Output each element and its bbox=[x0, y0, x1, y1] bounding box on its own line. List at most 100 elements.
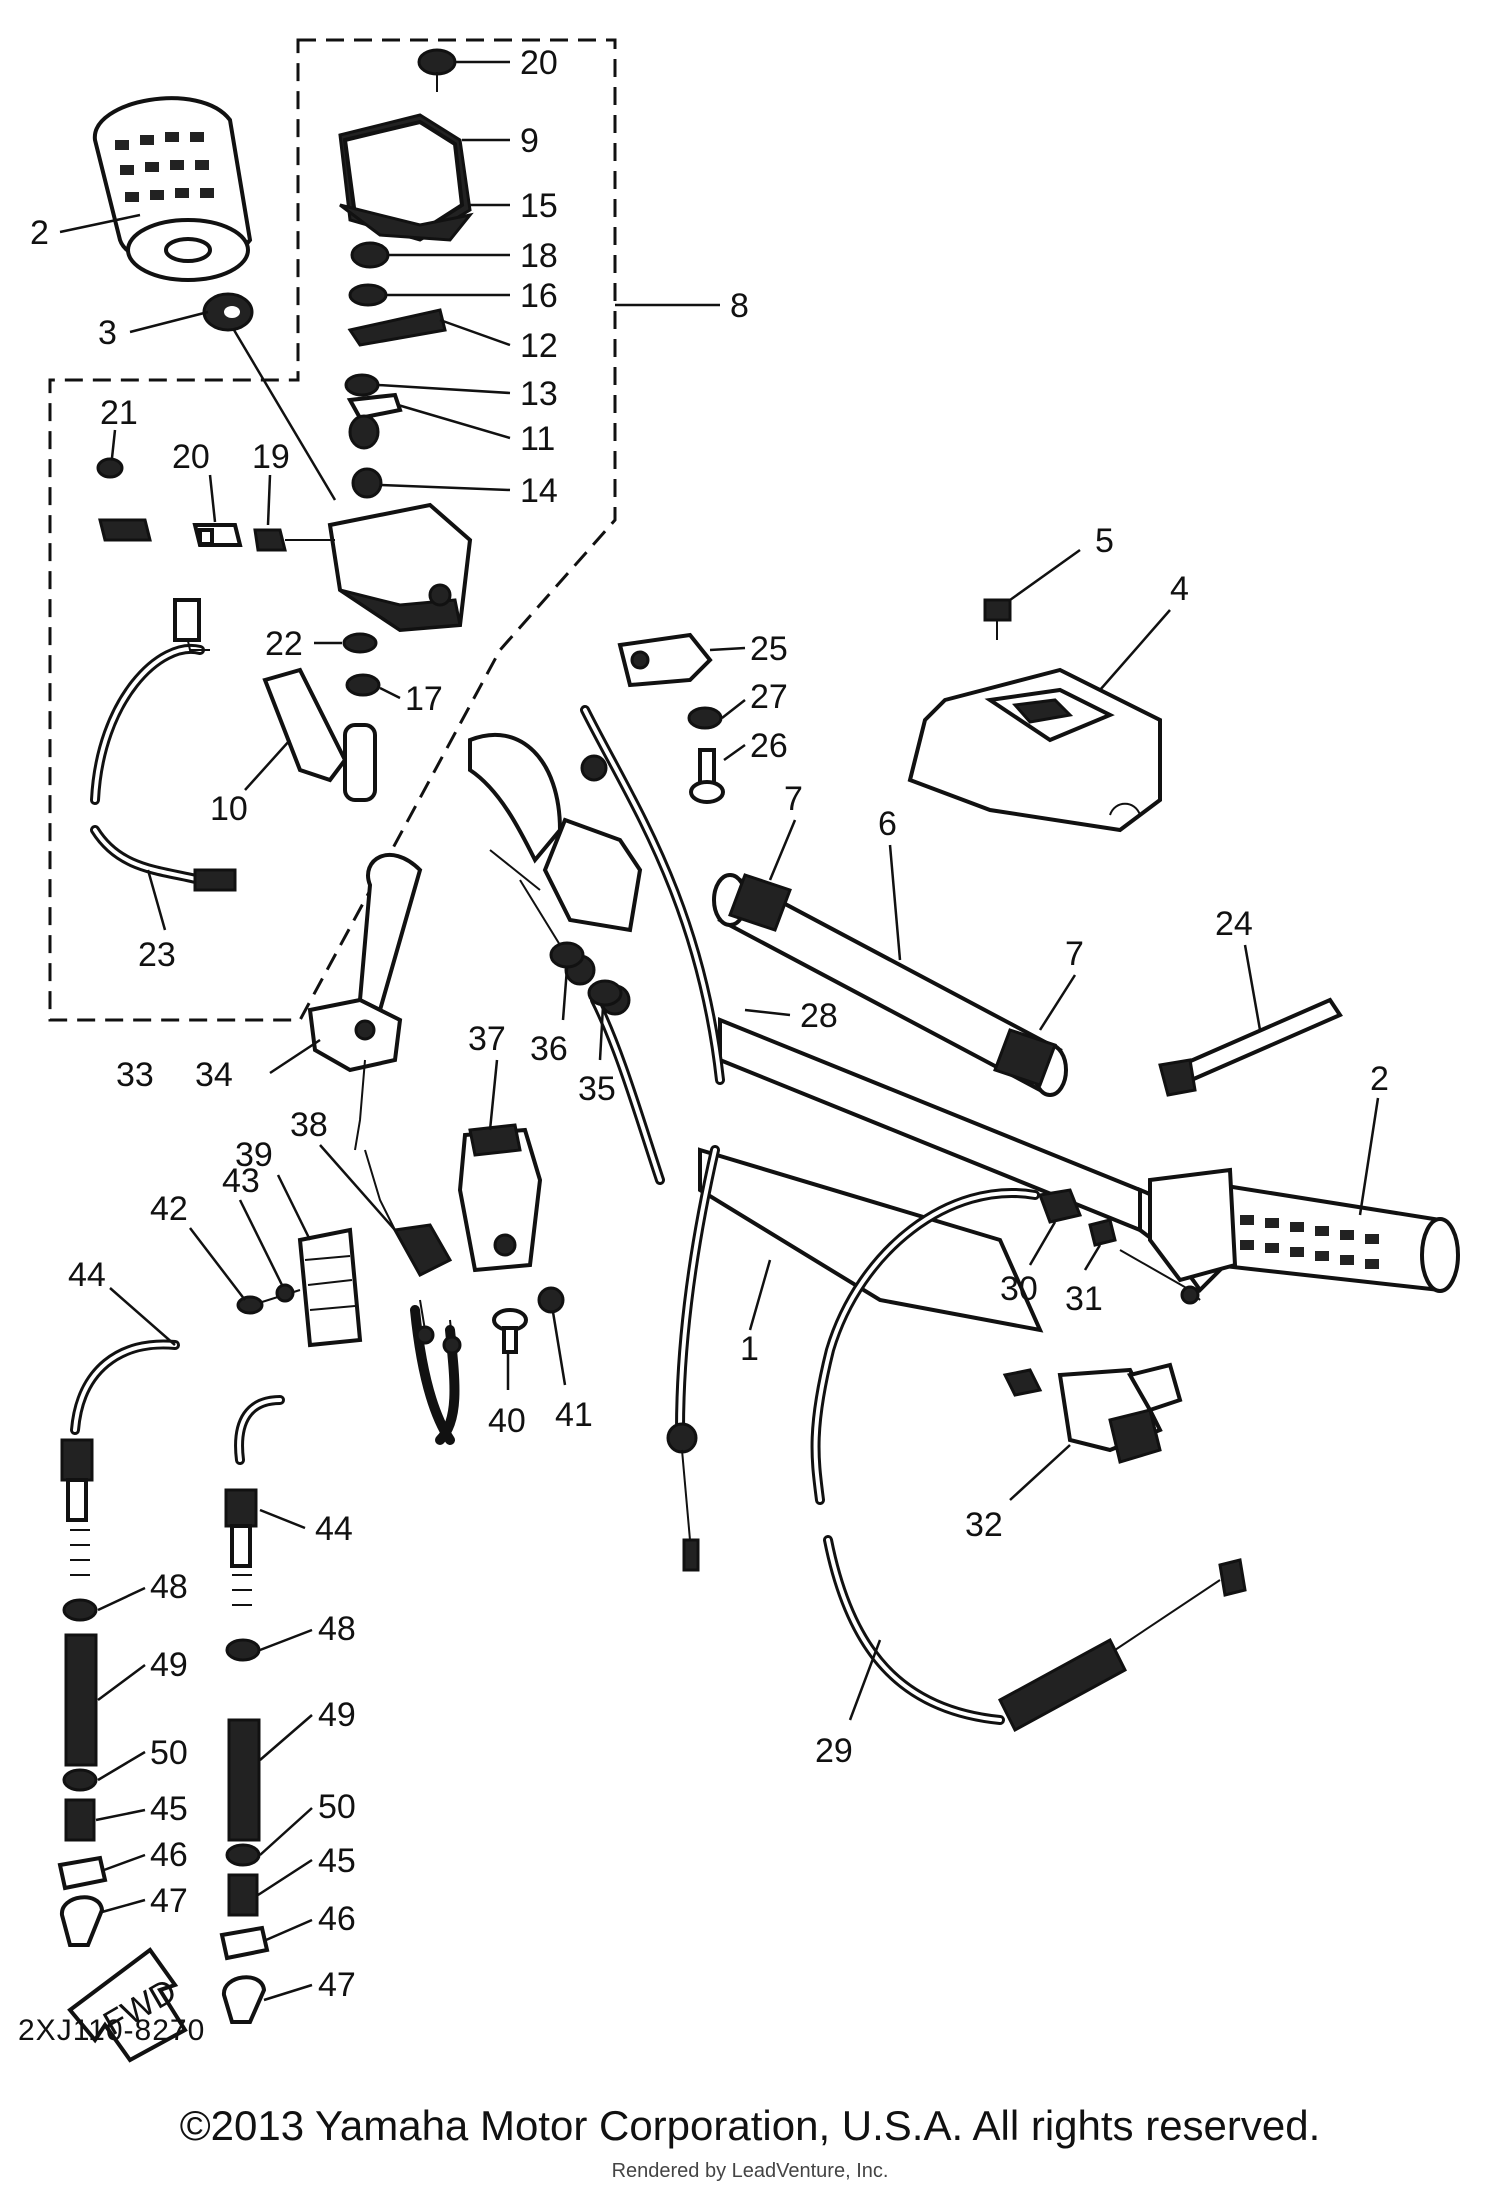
leader-23 bbox=[146, 869, 167, 931]
callout-19: 19 bbox=[252, 438, 290, 476]
callout-16: 16 bbox=[520, 277, 558, 315]
leader-27 bbox=[721, 699, 746, 719]
bushing bbox=[348, 414, 380, 450]
bracket-21 bbox=[96, 457, 152, 542]
grip-collar bbox=[202, 292, 254, 332]
leader-21 bbox=[110, 429, 117, 459]
choke-lever bbox=[1002, 1362, 1183, 1464]
leader-31 bbox=[1083, 1244, 1102, 1271]
callout-49a: 49 bbox=[150, 1646, 188, 1684]
tube-collar-bottom bbox=[993, 1028, 1057, 1087]
throttle-case bbox=[907, 667, 1162, 833]
leader-4 bbox=[1099, 609, 1171, 691]
leader-2b bbox=[1358, 1097, 1380, 1216]
leader-3b bbox=[232, 329, 337, 501]
callout-26: 26 bbox=[750, 727, 788, 765]
callout-32: 32 bbox=[965, 1506, 1003, 1544]
callout-3: 3 bbox=[98, 314, 117, 352]
callout-46b: 46 bbox=[318, 1900, 356, 1938]
housing-nut-19 bbox=[253, 528, 335, 552]
leader-45a bbox=[95, 1808, 146, 1822]
leader-29 bbox=[848, 1639, 882, 1721]
left-grip bbox=[92, 96, 253, 282]
callout-20b: 20 bbox=[172, 438, 210, 476]
leader-39 bbox=[276, 1174, 312, 1241]
callout-42: 42 bbox=[150, 1190, 188, 1228]
callout-21: 21 bbox=[100, 394, 138, 432]
washer-17 bbox=[345, 673, 381, 697]
callout-2b: 2 bbox=[1370, 1060, 1389, 1098]
throttle-assembly-boundary bbox=[48, 38, 617, 1022]
throttle-lever bbox=[262, 667, 377, 802]
leader-35 bbox=[598, 1005, 605, 1061]
callout-25: 25 bbox=[750, 630, 788, 668]
callout-38: 38 bbox=[290, 1106, 328, 1144]
callout-6: 6 bbox=[878, 805, 897, 843]
leader-34 bbox=[269, 1038, 321, 1075]
leader-11 bbox=[397, 403, 511, 440]
leader-42 bbox=[189, 1227, 246, 1301]
leader-50a bbox=[97, 1750, 146, 1782]
callout-50a: 50 bbox=[150, 1734, 188, 1772]
callout-47a: 47 bbox=[150, 1882, 188, 1920]
washer-13 bbox=[344, 373, 380, 397]
callout-17: 17 bbox=[405, 680, 443, 718]
leader-37 bbox=[488, 1059, 499, 1131]
callout-47b: 47 bbox=[318, 1966, 356, 2004]
leader-26 bbox=[723, 743, 746, 762]
callout-45b: 45 bbox=[318, 1842, 356, 1880]
leader-50b bbox=[259, 1807, 313, 1856]
callout-28: 28 bbox=[800, 997, 838, 1035]
leader-36 bbox=[561, 967, 569, 1021]
leader-5 bbox=[1009, 548, 1081, 602]
callout-45a: 45 bbox=[150, 1790, 188, 1828]
leader-14 bbox=[380, 483, 511, 492]
parking-brake bbox=[307, 852, 423, 1151]
callout-49b: 49 bbox=[318, 1696, 356, 1734]
handlebar bbox=[698, 1017, 1233, 1333]
bolt-26 bbox=[689, 748, 725, 804]
callout-44b: 44 bbox=[315, 1510, 353, 1548]
callout-15: 15 bbox=[520, 187, 558, 225]
callout-27: 27 bbox=[750, 678, 788, 716]
leader-43 bbox=[238, 1199, 284, 1286]
washer-16 bbox=[348, 283, 388, 307]
leader-47b bbox=[263, 1983, 313, 2002]
leader-44b bbox=[259, 1508, 306, 1530]
leader-6 bbox=[888, 844, 902, 961]
leader-13 bbox=[377, 383, 511, 395]
switch-38 bbox=[364, 1149, 453, 1277]
washer-27 bbox=[687, 706, 723, 730]
callout-7a: 7 bbox=[784, 780, 803, 818]
callout-39: 39 bbox=[235, 1136, 273, 1174]
right-grip bbox=[1148, 1167, 1460, 1293]
leader-1 bbox=[748, 1259, 772, 1331]
callout-30: 30 bbox=[1000, 1270, 1038, 1308]
switch-wire bbox=[90, 598, 237, 892]
bolt-40 bbox=[492, 1308, 528, 1354]
leader-19 bbox=[266, 474, 272, 526]
callout-23: 23 bbox=[138, 936, 176, 974]
leader-2a bbox=[59, 213, 141, 234]
callout-33: 33 bbox=[116, 1056, 154, 1094]
leader-3 bbox=[129, 310, 209, 334]
callout-43: 43 bbox=[222, 1162, 260, 1200]
leader-28 bbox=[744, 1008, 791, 1017]
brake-lever-holder bbox=[468, 733, 643, 1016]
leader-46b bbox=[265, 1918, 313, 1942]
leader-48a bbox=[97, 1586, 146, 1612]
fwd-arrow: FWD bbox=[67, 1947, 188, 2063]
brake-cable-left bbox=[57, 1339, 180, 1947]
case-screw-5 bbox=[983, 598, 1012, 640]
throttle-cable bbox=[580, 705, 725, 1572]
callout-34: 34 bbox=[195, 1056, 233, 1094]
callout-5: 5 bbox=[1095, 522, 1114, 560]
plate-11 bbox=[346, 392, 403, 421]
cover-gasket bbox=[339, 203, 474, 242]
washer-43 bbox=[275, 1283, 295, 1303]
callout-48a: 48 bbox=[150, 1568, 188, 1606]
callout-7b: 7 bbox=[1065, 935, 1084, 973]
master-cylinder bbox=[457, 1123, 543, 1273]
throttle-cover bbox=[338, 113, 472, 242]
diagram-code: 2XJ110-8270 bbox=[18, 2014, 206, 2047]
